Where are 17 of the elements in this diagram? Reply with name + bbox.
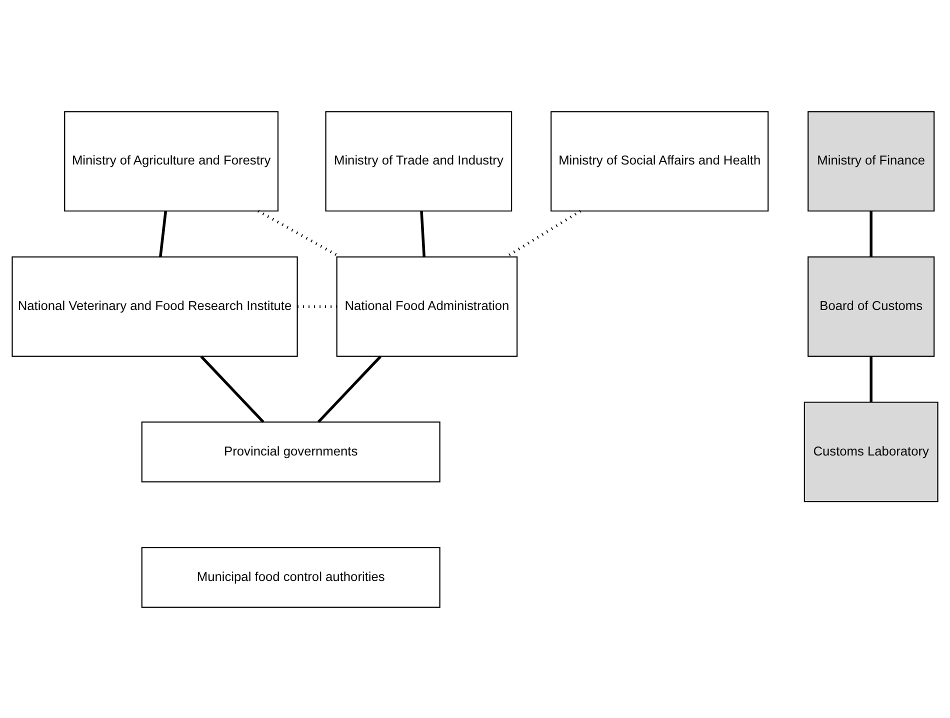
node-box: National Veterinary and Food Research Institute (12, 256, 298, 356)
node-box: Provincial governments (141, 420, 440, 482)
node-box: Ministry of Social Affairs and Health (550, 110, 769, 212)
connector (159, 210, 168, 257)
connector (200, 355, 264, 422)
connector (870, 356, 872, 402)
connector (506, 209, 582, 258)
connector (317, 355, 382, 422)
node-box: National Food Administration (336, 256, 518, 356)
connector (870, 210, 872, 256)
node-box: Ministry of Agriculture and Forestry (64, 110, 279, 212)
node-box: Ministry of Trade and Industry (325, 110, 512, 212)
connector (420, 210, 426, 257)
node-box: Customs Laboratory (804, 401, 938, 502)
node-box: Municipal food control authorities (141, 546, 440, 608)
node-box: Board of Customs (808, 256, 935, 356)
node-box: Ministry of Finance (808, 110, 935, 212)
